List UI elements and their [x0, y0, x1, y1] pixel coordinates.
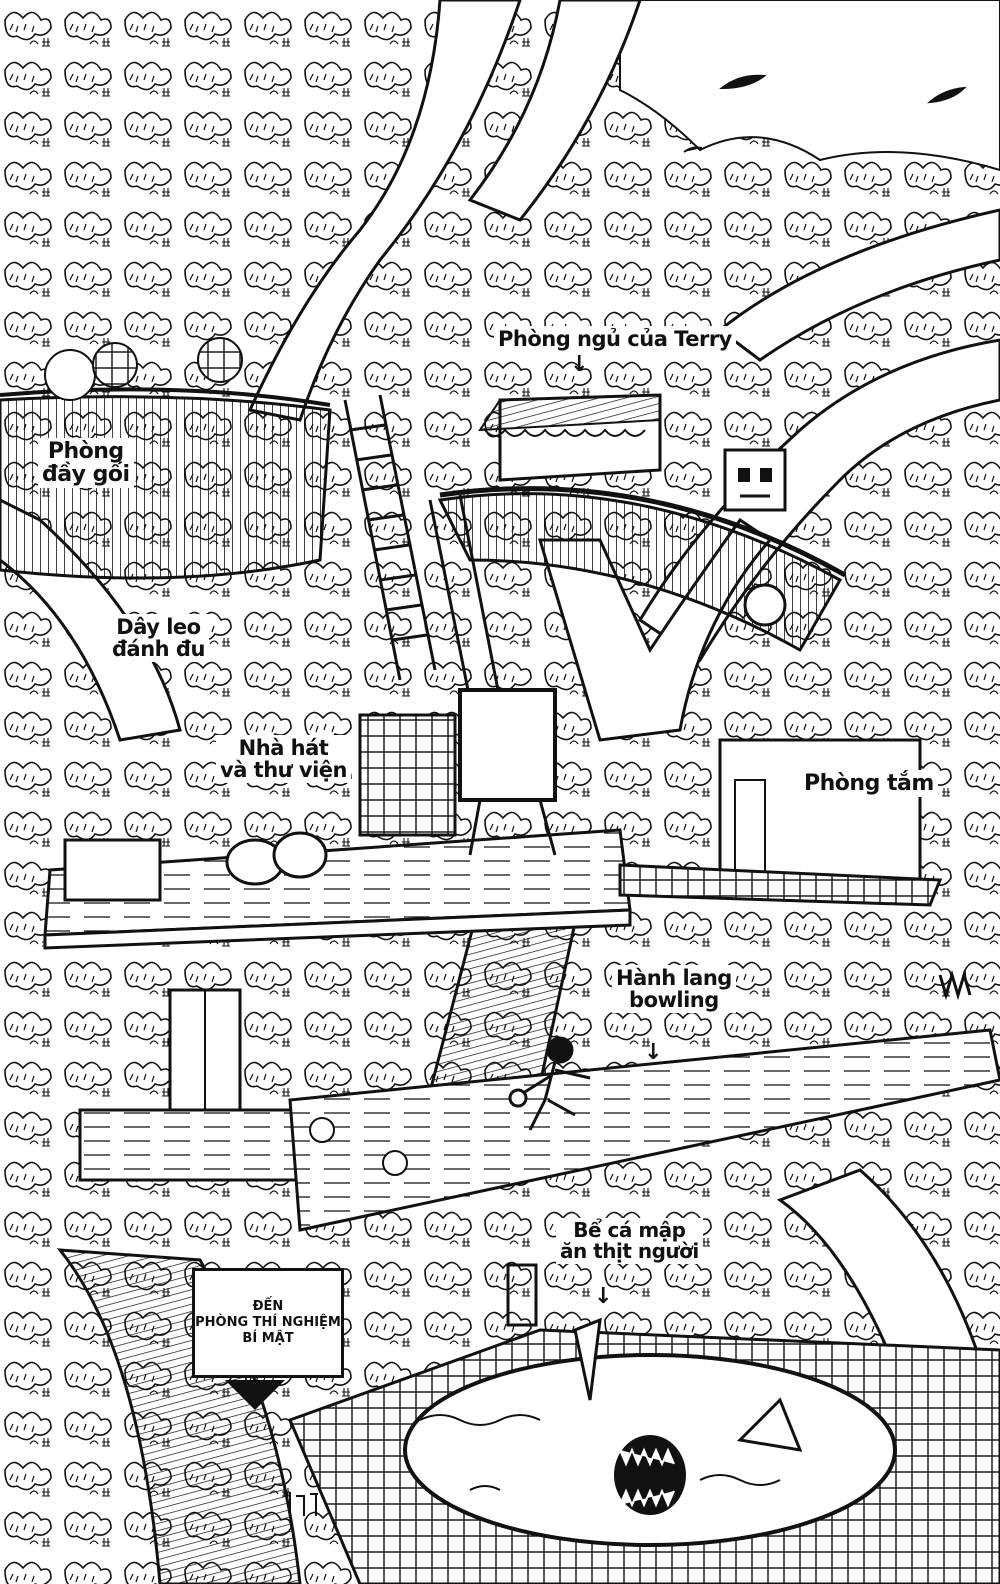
- label-bowling-lane: Hành lang bowling: [612, 965, 736, 1014]
- shark-pool: [287, 1263, 1000, 1584]
- theatre-library-deck: [43, 688, 632, 950]
- bowler-figure: [508, 1036, 591, 1131]
- label-terry-bedroom: Phòng ngủ của Terry: [494, 326, 736, 353]
- terry-bedroom-pod: [437, 393, 847, 653]
- lab-sign-arrow: [225, 1380, 285, 1410]
- label-pillow-room: Phòng đầy gối: [38, 438, 134, 489]
- arrow-shark-tank: ↓: [594, 1284, 613, 1309]
- ladders: [343, 394, 500, 701]
- label-theater-library: Nhà hát và thư viện: [216, 735, 352, 784]
- arrow-bowling-lane: ↓: [644, 1040, 663, 1065]
- secret-lab-sign: ĐẾN PHÒNG THÍ NGHIỆM BÍ MẬT: [192, 1268, 344, 1378]
- birds: [683, 74, 967, 153]
- label-bathroom: Phòng tắm: [800, 770, 938, 798]
- label-shark-tank: Bể cá mập ăn thịt người: [556, 1218, 703, 1264]
- bowling-deck: [78, 969, 1000, 1232]
- arrow-terry-bedroom: ↓: [570, 352, 589, 377]
- sky-patch: [619, 0, 1000, 172]
- label-swing-vines: Dây leo đánh đu: [108, 614, 209, 663]
- bathroom-room: [618, 738, 943, 907]
- robot-figure: [723, 448, 787, 512]
